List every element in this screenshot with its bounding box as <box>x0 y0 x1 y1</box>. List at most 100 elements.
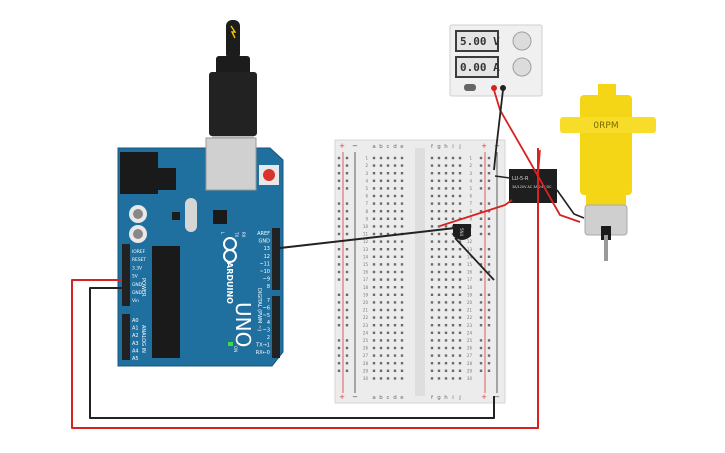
row-label: 8 <box>469 209 472 214</box>
column-label: b <box>379 395 383 401</box>
row-label: 7 <box>365 201 368 206</box>
relay-spec: 3A/120V AC 3A/24V DC <box>512 185 552 189</box>
row-label: 1 <box>469 156 472 161</box>
row-label: 2 <box>469 163 472 168</box>
tx-led-label: TX <box>234 231 239 237</box>
row-label: 26 <box>467 346 473 351</box>
row-label: 30 <box>467 376 473 381</box>
digital-pin-label: 13 <box>264 246 270 252</box>
column-label: d <box>393 144 397 150</box>
power-switch[interactable] <box>464 84 476 91</box>
breadboard[interactable]: 1122334455667788991010111112121313141415… <box>334 139 506 404</box>
row-label: 28 <box>363 361 369 366</box>
row-label: 13 <box>363 247 369 252</box>
current-readout: 0.00 A <box>460 61 500 74</box>
row-label: 21 <box>363 308 369 313</box>
row-label: 24 <box>363 330 369 335</box>
column-label: e <box>400 395 404 401</box>
column-label: f <box>431 144 434 150</box>
column-label: c <box>386 395 389 401</box>
column-label: d <box>393 395 397 401</box>
reset-button[interactable] <box>263 169 275 181</box>
wire-red-supply <box>493 89 581 223</box>
transistor[interactable]: 5N4 <box>453 224 471 240</box>
row-label: 28 <box>467 361 473 366</box>
row-label: 12 <box>467 239 473 244</box>
digital-pin-label: AREF <box>257 231 270 237</box>
dc-motor[interactable]: 0RPM <box>560 84 656 261</box>
row-label: 20 <box>467 300 473 305</box>
power-pin-label: IOREF <box>132 249 146 255</box>
on-led-label: ON <box>233 346 238 352</box>
row-label: 3 <box>469 171 472 176</box>
arduino-brand: ARDUINO <box>225 262 234 304</box>
arduino-board[interactable]: ARDUINO UNO DIGITAL (PWM ~) POWER ANALOG… <box>117 137 284 367</box>
voltage-readout: 5.00 V <box>460 35 500 48</box>
digital-pin-label: 12 <box>264 254 270 260</box>
row-label: 16 <box>363 270 369 275</box>
row-label: 22 <box>363 315 369 320</box>
row-label: 2 <box>365 163 368 168</box>
row-label: 4 <box>469 178 472 183</box>
row-label: 9 <box>365 216 368 221</box>
negative-terminal <box>500 85 506 91</box>
wire-black-gnd <box>89 287 495 419</box>
column-label: a <box>372 395 375 401</box>
digital-pin-label: ~5 <box>263 313 270 319</box>
wire-black-supply <box>493 89 504 171</box>
digital-pin-label: RX←0 <box>256 350 270 356</box>
row-label: 19 <box>363 292 369 297</box>
column-label: c <box>386 144 389 150</box>
column-label: i <box>452 144 454 150</box>
digital-pin-label: 7 <box>267 298 270 304</box>
analog-pin-label: A2 <box>132 333 139 339</box>
voltage-knob[interactable] <box>512 31 532 51</box>
power-pin-label: GND <box>132 290 143 296</box>
wire-red-5v <box>71 148 539 429</box>
row-label: 11 <box>363 232 369 237</box>
positive-terminal <box>491 85 497 91</box>
digital-pin-label: GND <box>259 239 271 245</box>
row-label: 25 <box>363 338 369 343</box>
power-supply[interactable]: 5.00 V 0.00 A <box>449 24 543 97</box>
column-label: f <box>431 395 434 401</box>
relay-label: LU-5-R <box>512 176 529 182</box>
digital-pin-label: ~11 <box>259 261 270 267</box>
row-label: 7 <box>469 201 472 206</box>
digital-pin-label: ~10 <box>259 269 270 275</box>
column-label: h <box>444 395 448 401</box>
digital-pin-label: ~6 <box>263 305 270 311</box>
analog-pin-label: A0 <box>132 318 139 324</box>
rail-sign: − <box>352 142 358 150</box>
on-led <box>228 342 233 346</box>
transistor-label: 5N4 <box>459 228 464 237</box>
row-label: 4 <box>365 178 368 183</box>
power-pin-label: 3.3V <box>132 265 142 271</box>
wire-black-emitter <box>454 237 495 281</box>
column-label: i <box>452 395 454 401</box>
analog-pin-label: A3 <box>132 341 139 347</box>
row-label: 19 <box>467 292 473 297</box>
current-knob[interactable] <box>512 57 532 77</box>
rail-sign: − <box>494 393 500 401</box>
power-pin-label: RESET <box>132 257 146 263</box>
row-label: 26 <box>363 346 369 351</box>
column-label: b <box>379 144 383 150</box>
row-label: 21 <box>467 308 473 313</box>
row-label: 9 <box>469 216 472 221</box>
row-label: 16 <box>467 270 473 275</box>
analog-pin-label: A5 <box>132 356 139 362</box>
row-label: 8 <box>365 209 368 214</box>
column-label: a <box>372 144 375 150</box>
wires <box>71 89 585 429</box>
wire-relay-pos <box>537 149 541 176</box>
row-label: 12 <box>363 239 369 244</box>
row-label: 18 <box>363 285 369 290</box>
analog-pin-label: A4 <box>132 348 139 354</box>
column-label: e <box>400 144 404 150</box>
column-label: h <box>444 144 448 150</box>
row-label: 14 <box>467 254 473 259</box>
digital-pin-label: ~9 <box>263 277 270 283</box>
